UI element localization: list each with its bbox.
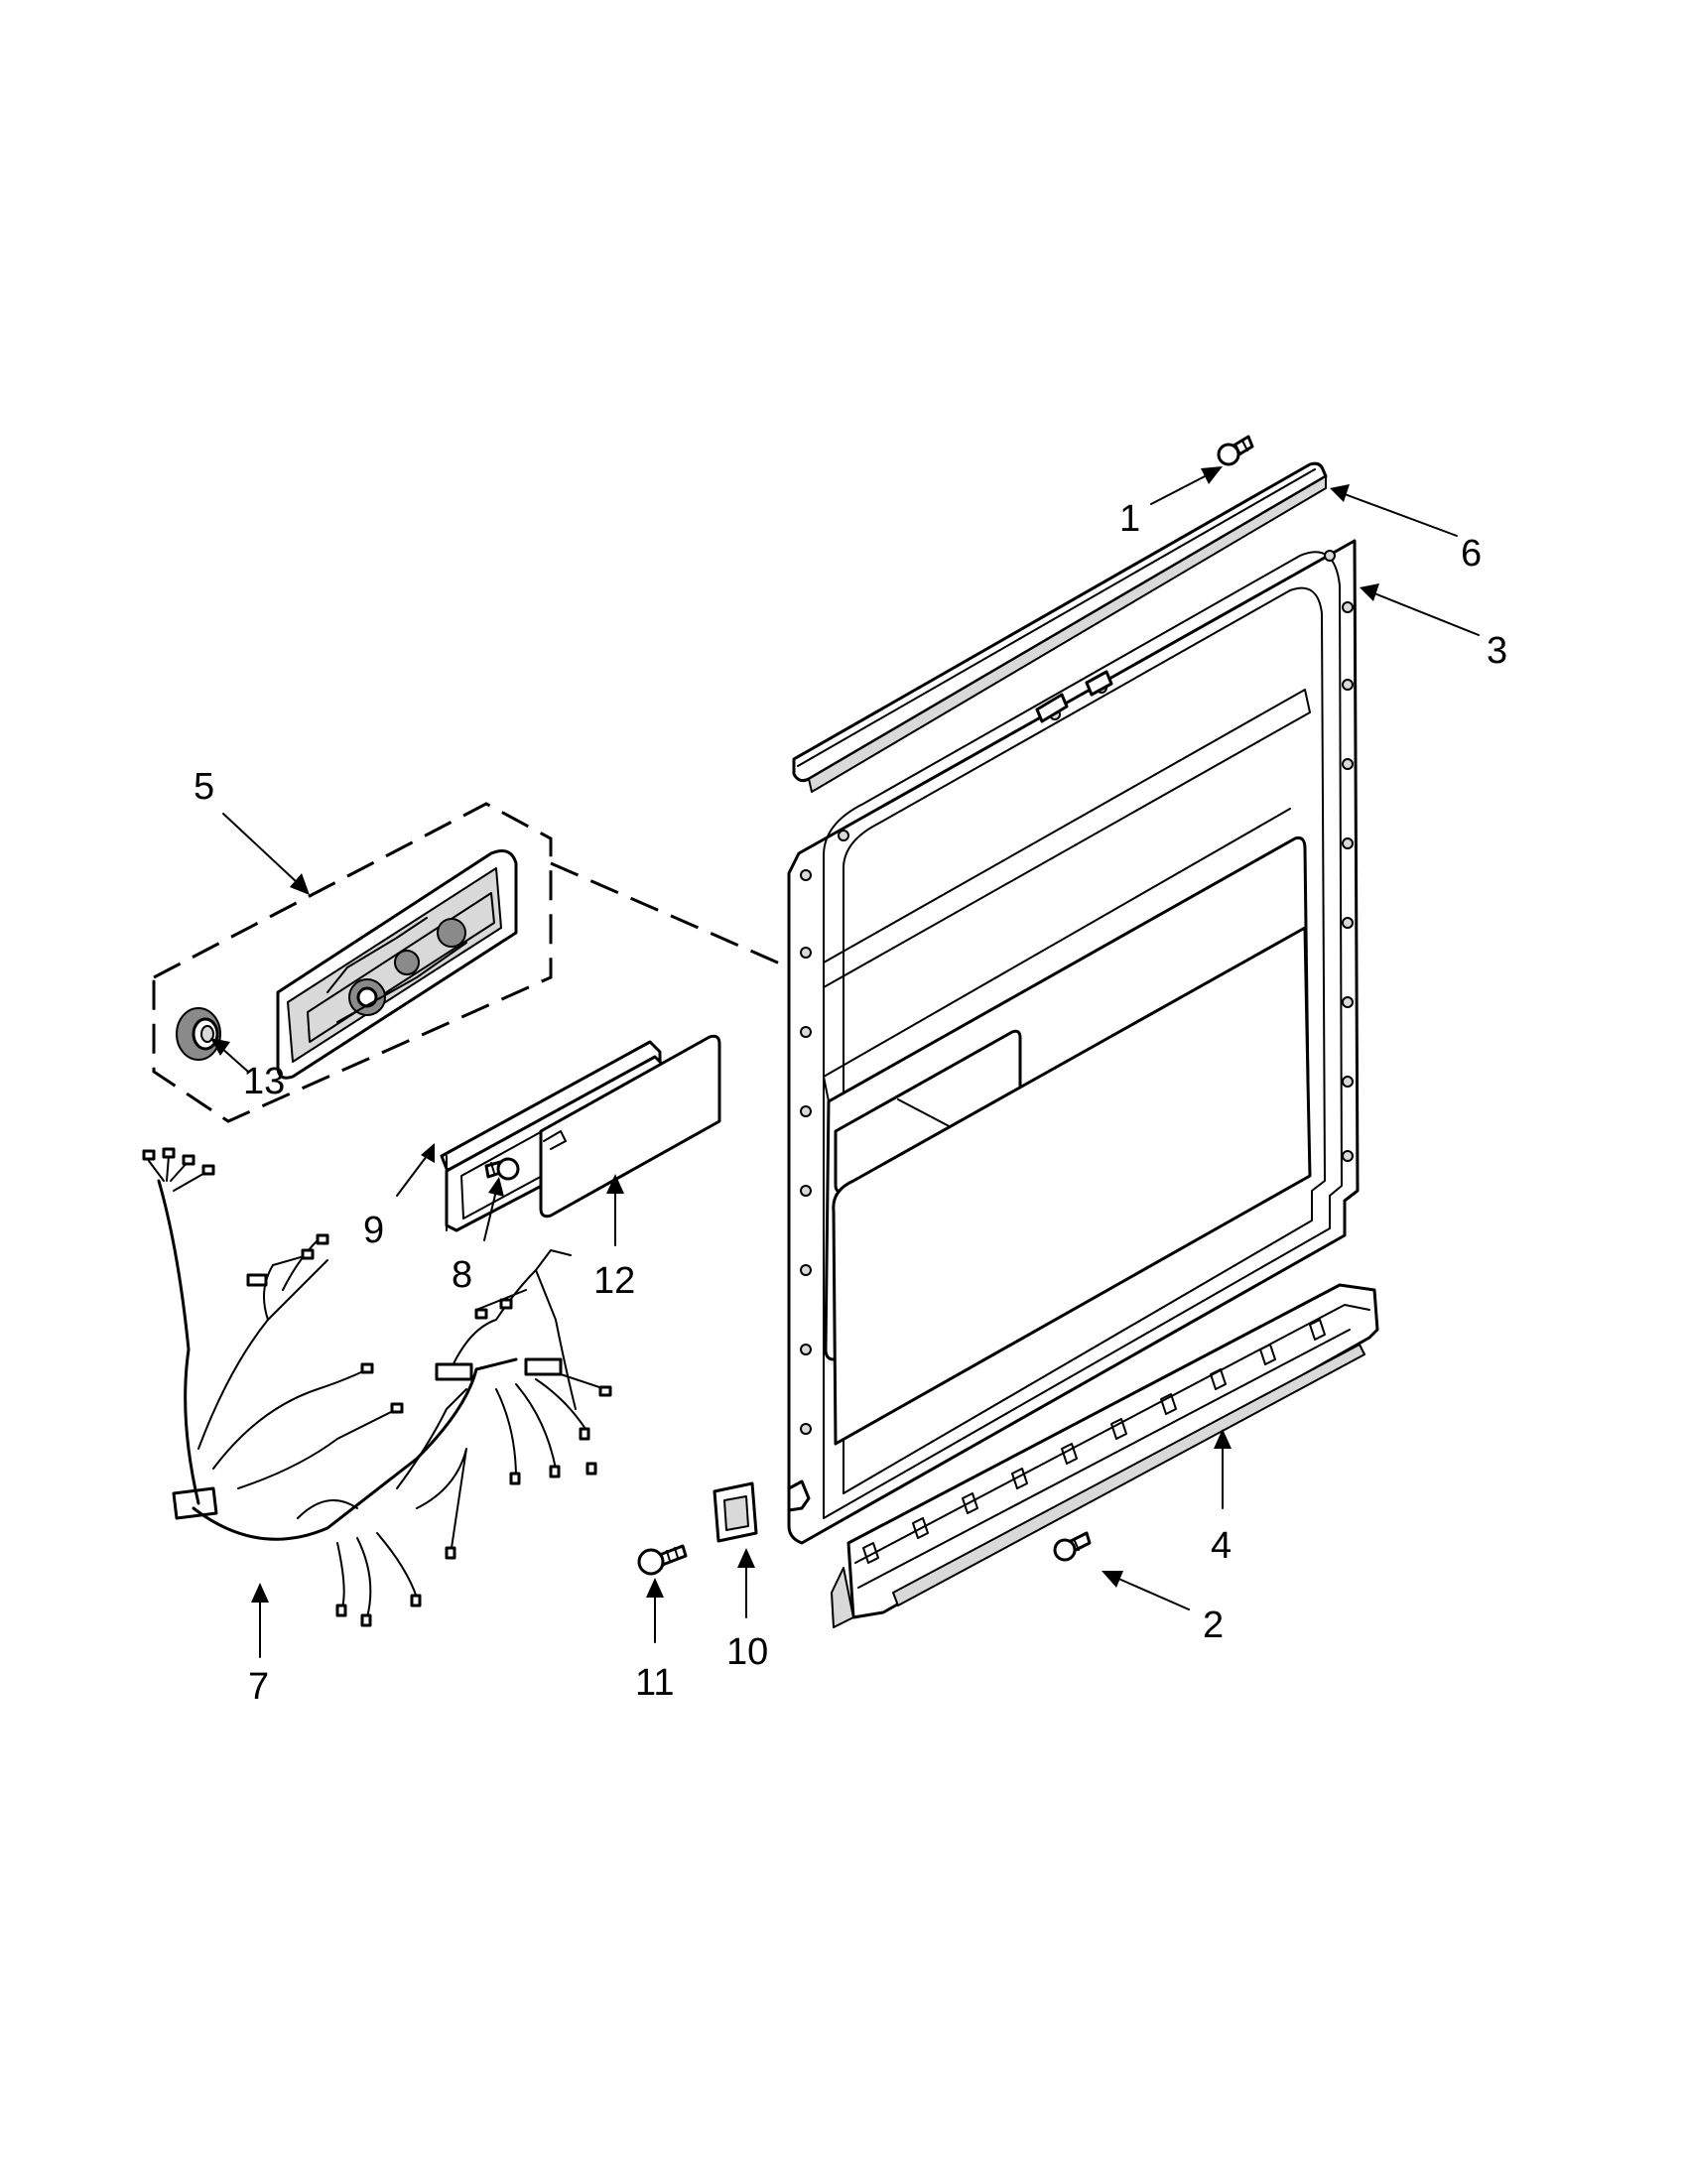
- callout-6: 6: [1461, 533, 1482, 575]
- assembly-leader: [550, 861, 790, 969]
- control-knob[interactable]: [176, 1007, 221, 1061]
- callout-4: 4: [1211, 1525, 1232, 1567]
- door-bottom-rail[interactable]: [831, 1283, 1379, 1628]
- leader-arrows: [210, 466, 1480, 1658]
- latch-screw[interactable]: [637, 1544, 688, 1576]
- top-door-trim[interactable]: [792, 461, 1328, 793]
- callout-11: 11: [635, 1662, 674, 1704]
- callout-13: 13: [243, 1061, 285, 1102]
- callout-10: 10: [726, 1631, 768, 1673]
- callout-12: 12: [593, 1260, 635, 1302]
- callout-1: 1: [1119, 498, 1140, 540]
- callout-5: 5: [194, 766, 214, 808]
- trim-screw[interactable]: [1217, 435, 1254, 466]
- control-panel-housing[interactable]: [276, 849, 518, 1080]
- harness-connectors: [142, 1147, 612, 1627]
- panel-screw[interactable]: [484, 1157, 520, 1181]
- rail-screw[interactable]: [1053, 1531, 1092, 1562]
- frame-screw-holes: [800, 550, 1354, 1435]
- cover-plate[interactable]: [539, 1034, 721, 1219]
- callout-3: 3: [1487, 630, 1507, 672]
- rail-teeth: [862, 1319, 1326, 1564]
- control-panel-assembly-boundary: [152, 802, 553, 1123]
- callout-7: 7: [248, 1666, 269, 1708]
- inner-door-panel[interactable]: [787, 539, 1360, 1545]
- wire-harness[interactable]: [142, 1147, 612, 1627]
- callout-8: 8: [452, 1254, 472, 1296]
- callout-9: 9: [363, 1210, 384, 1251]
- callout-2: 2: [1203, 1605, 1224, 1646]
- door-latch-bracket[interactable]: [713, 1481, 758, 1543]
